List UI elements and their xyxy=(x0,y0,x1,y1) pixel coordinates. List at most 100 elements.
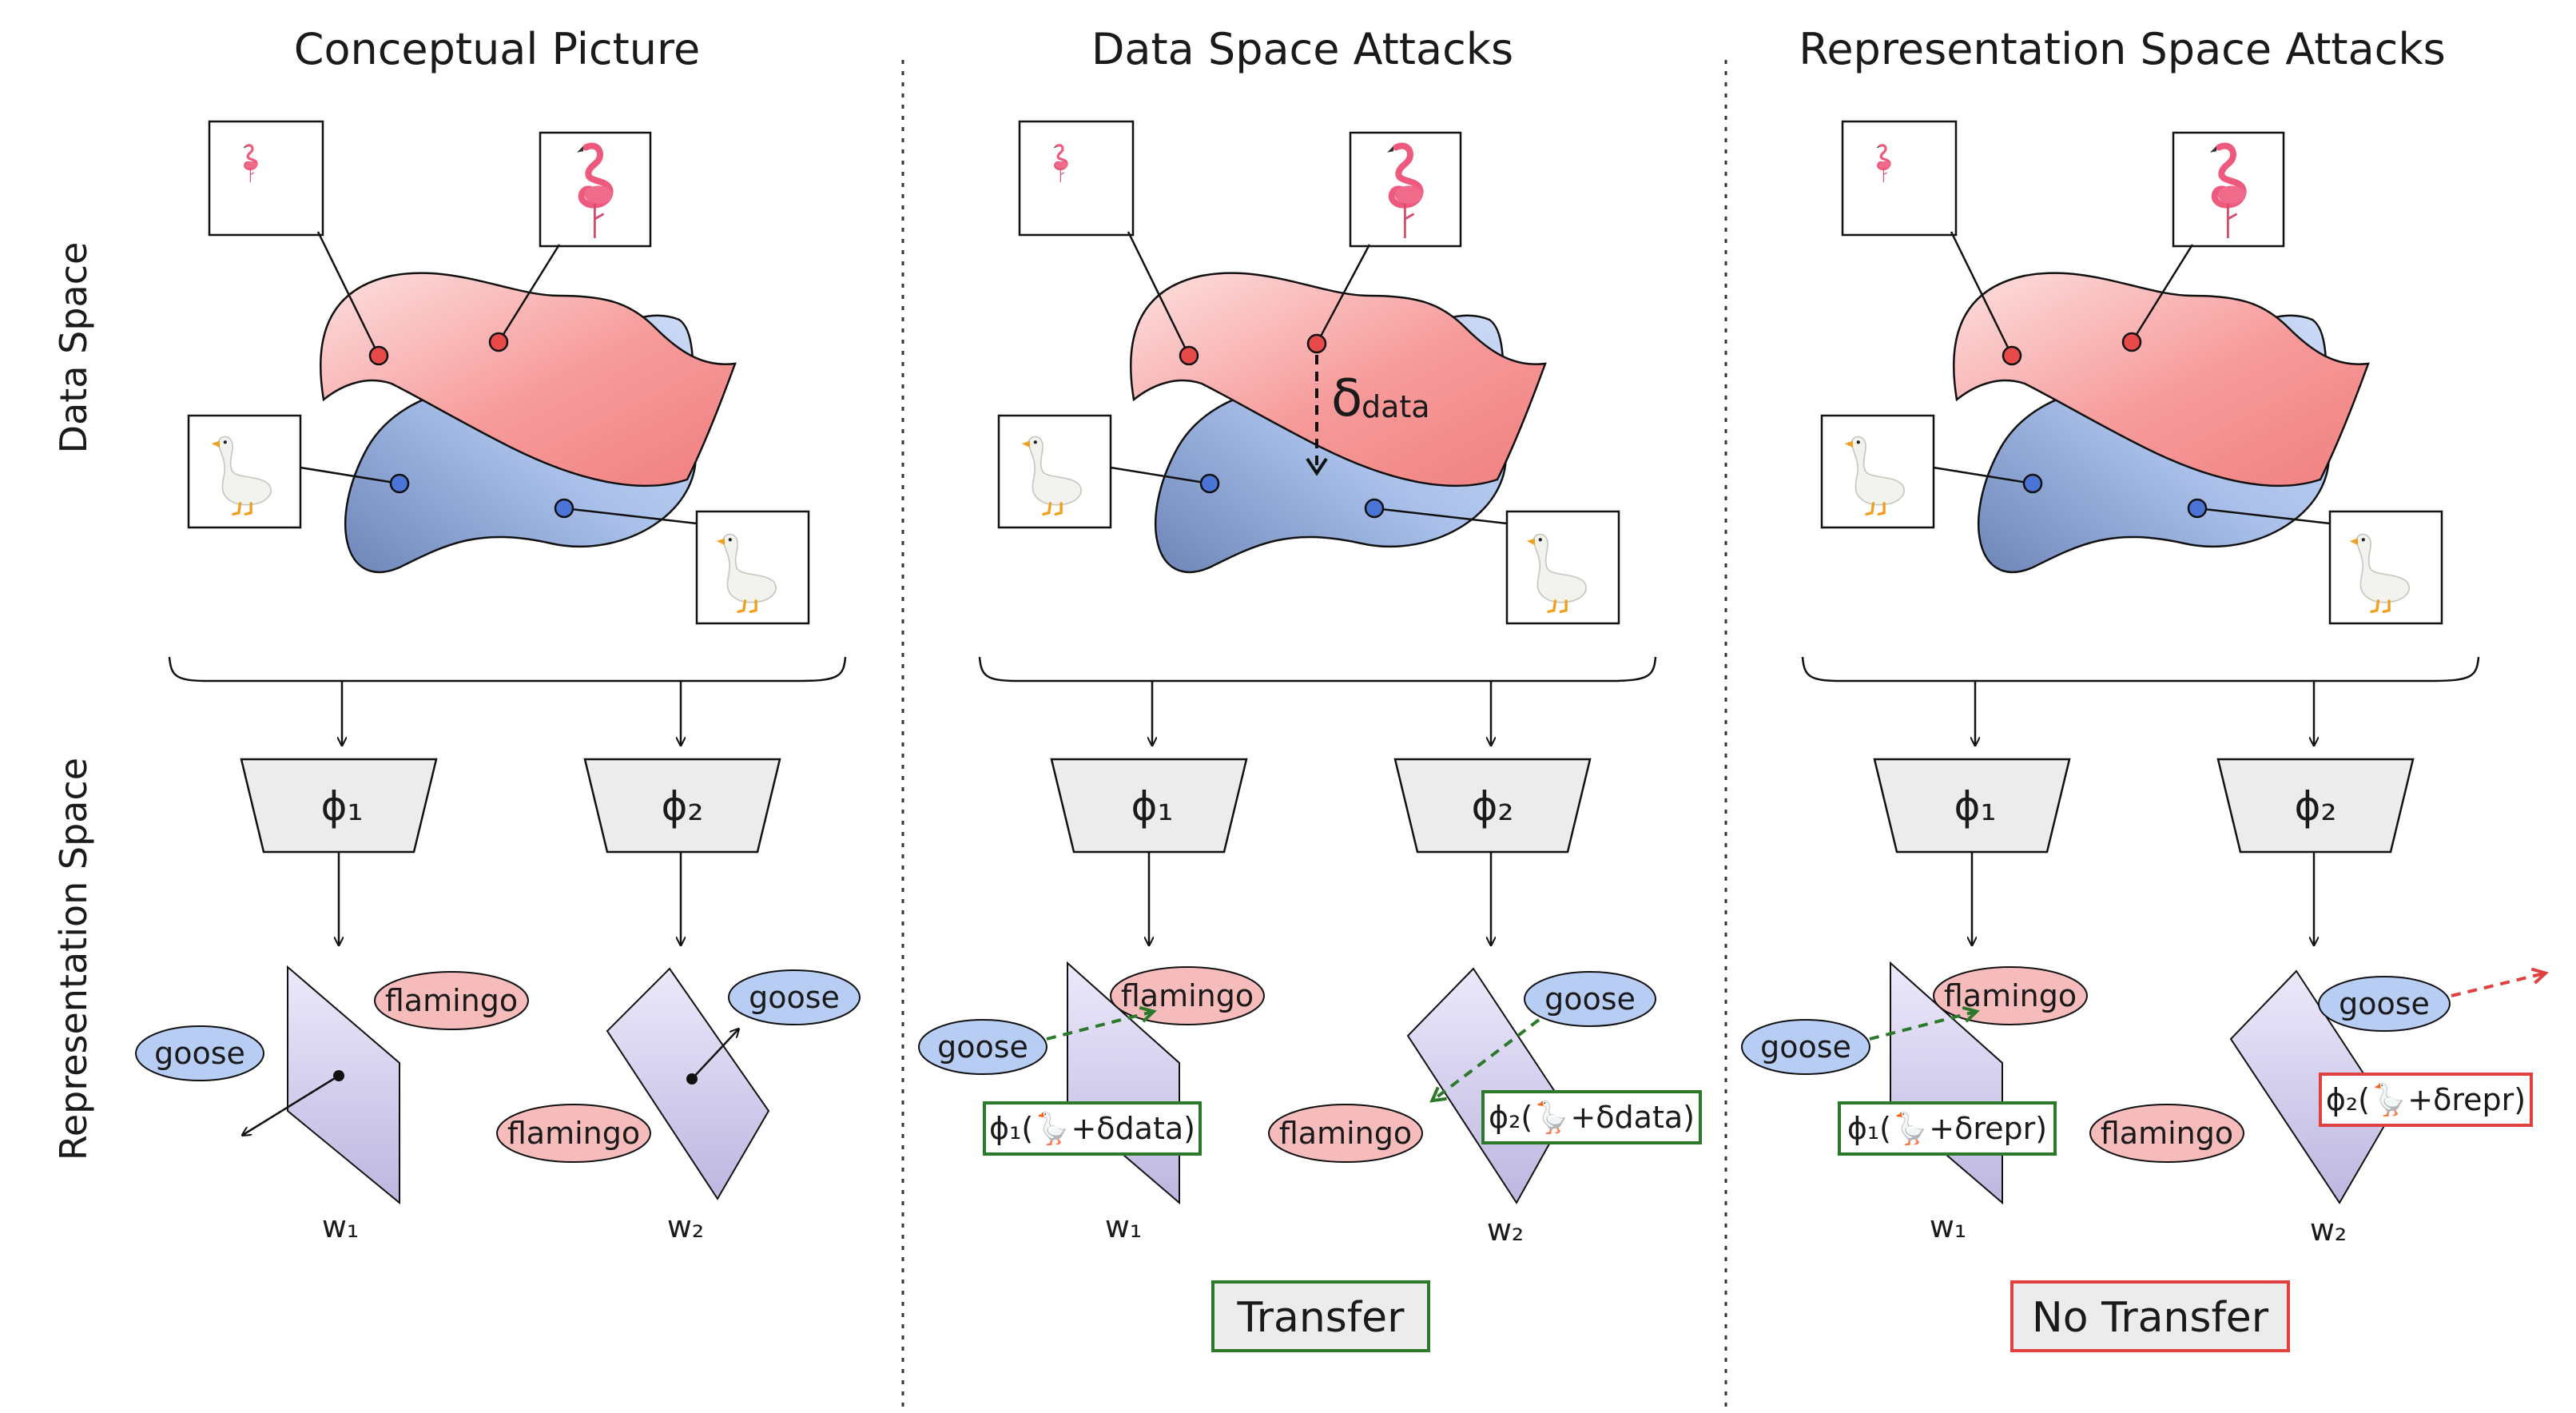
goose-point xyxy=(2187,498,2208,519)
flamingo-point xyxy=(488,332,509,352)
attacked-rep-box-1 xyxy=(1838,1101,2057,1156)
encoder-phi2 xyxy=(2216,758,2415,854)
attacked-rep-box-2 xyxy=(1481,1090,1702,1144)
encoder-phi2 xyxy=(1393,758,1592,854)
encoder-phi1 xyxy=(1050,758,1248,854)
goose-oval-label: goose xyxy=(1760,1029,1851,1065)
encoder-phi2-label: ϕ₂ xyxy=(661,783,703,830)
image-box-goose-left xyxy=(187,414,302,529)
brace xyxy=(978,656,1657,683)
attack-arrow-1 xyxy=(1046,1012,1152,1041)
result-badge-label: No Transfer xyxy=(2032,1294,2269,1342)
hyperplane-w2 xyxy=(2229,969,2392,1204)
connector-line xyxy=(300,466,400,485)
goose-oval xyxy=(1524,971,1656,1027)
panel-conceptual-picture: Conceptual Picture ϕ₁ ϕ₂ xyxy=(135,24,861,1244)
w2-label: w₂ xyxy=(667,1209,704,1244)
panel-representation-space-attacks: Representation Space Attacks ϕ₁ ϕ₂ goose xyxy=(1741,24,2544,1352)
goose-oval xyxy=(2318,976,2451,1032)
normal-vector-w1 xyxy=(243,1074,340,1135)
flamingo-oval-label: flamingo xyxy=(1944,978,2077,1013)
w1-label: w₁ xyxy=(1105,1209,1142,1244)
brace xyxy=(1801,656,2480,683)
goose-point xyxy=(1199,473,1220,494)
w1-label: w₁ xyxy=(322,1209,359,1244)
flamingo-region xyxy=(1953,272,2370,488)
flamingo-oval-label: flamingo xyxy=(1279,1116,1412,1151)
flamingo-point xyxy=(1179,345,1199,366)
goose-oval-label: goose xyxy=(1544,981,1636,1017)
goose-oval-label: goose xyxy=(154,1036,245,1071)
attack-arrow-2 xyxy=(2451,973,2544,997)
flamingo-oval-label: flamingo xyxy=(385,983,518,1018)
panel-title: Data Space Attacks xyxy=(1091,24,1513,74)
attacked-rep-box-1-label: ϕ₁(🪿+δrepr) xyxy=(1847,1110,2047,1146)
w2-label: w₂ xyxy=(1487,1212,1524,1248)
result-badge xyxy=(1211,1280,1430,1352)
delta-data-subscript: data xyxy=(1362,389,1430,424)
connector-line xyxy=(1950,231,2013,356)
image-box-goose-right xyxy=(1505,510,1620,625)
goose-oval xyxy=(728,969,861,1025)
panel-data-space-attacks: Data Space Attacks δ data ϕ₁ ϕ₂ xyxy=(918,24,1702,1352)
encoder-phi2-label: ϕ₂ xyxy=(1471,783,1513,830)
flamingo-oval-label: flamingo xyxy=(1121,978,1254,1013)
flamingo-oval-label: flamingo xyxy=(2101,1116,2233,1151)
panel-title: Representation Space Attacks xyxy=(1799,24,2446,74)
image-box-flamingo-small xyxy=(1841,120,1958,237)
image-box-goose-left xyxy=(1820,414,1935,529)
goose-oval-label: goose xyxy=(937,1029,1028,1065)
flamingo-point xyxy=(1306,333,1327,354)
image-box-goose-left xyxy=(997,414,1112,529)
attacked-rep-box-2-label: ϕ₂(🪿+δdata) xyxy=(1489,1099,1695,1135)
goose-oval xyxy=(918,1019,1047,1075)
flamingo-oval xyxy=(374,971,529,1030)
encoder-phi1-label: ϕ₁ xyxy=(1954,783,1996,830)
encoder-phi1 xyxy=(1873,758,2071,854)
attacked-rep-box-1-label: ϕ₁(🪿+δdata) xyxy=(989,1110,1195,1146)
attacked-rep-box-1 xyxy=(983,1101,1202,1156)
hyperplane-w1 xyxy=(287,965,400,1205)
connector-line xyxy=(1315,244,1371,344)
flamingo-region xyxy=(320,272,737,488)
flamingo-oval xyxy=(2089,1104,2244,1163)
w2-label: w₂ xyxy=(2310,1212,2347,1248)
data-space-label: Data Space xyxy=(52,242,95,454)
goose-oval-label: goose xyxy=(2339,986,2430,1021)
goose-oval-label: goose xyxy=(749,980,840,1015)
connector-line xyxy=(1373,507,1508,525)
goose-oval xyxy=(135,1025,264,1081)
normal-vector-w2 xyxy=(691,1029,738,1080)
representation-space-label: Representation Space xyxy=(52,758,95,1160)
encoder-phi1-label: ϕ₁ xyxy=(1131,783,1173,830)
w1-label: w₁ xyxy=(1930,1209,1966,1244)
flamingo-oval xyxy=(496,1104,651,1163)
flamingo-point xyxy=(368,345,389,366)
panel-title: Conceptual Picture xyxy=(294,24,701,74)
attacked-rep-box-2 xyxy=(2319,1073,2533,1127)
brace xyxy=(168,656,847,683)
goose-point xyxy=(1364,498,1385,519)
attacked-rep-box-2-label: ϕ₂(🪿+δrepr) xyxy=(2326,1081,2526,1117)
hyperplane-w2 xyxy=(606,967,770,1200)
flamingo-region xyxy=(1130,272,1547,488)
flamingo-oval xyxy=(1268,1104,1423,1163)
delta-data-arrowhead xyxy=(1306,457,1328,476)
attack-arrow-1 xyxy=(1869,1012,1975,1041)
flamingo-point xyxy=(2002,345,2022,366)
encoder-phi1-label: ϕ₁ xyxy=(320,783,363,830)
goose-point xyxy=(2022,473,2043,494)
connector-line xyxy=(1110,466,1210,485)
goose-oval xyxy=(1741,1019,1870,1075)
encoder-phi1 xyxy=(240,758,438,854)
connector-line xyxy=(1127,231,1191,356)
flamingo-oval-label: flamingo xyxy=(507,1116,640,1151)
attack-arrow-2 xyxy=(1433,1018,1540,1100)
connector-line xyxy=(2130,244,2194,343)
goose-point xyxy=(554,498,574,519)
flamingo-point xyxy=(2121,332,2142,352)
image-box-flamingo-small xyxy=(208,120,324,237)
connector-line xyxy=(316,231,380,356)
encoder-phi2-label: ϕ₂ xyxy=(2294,783,2336,830)
